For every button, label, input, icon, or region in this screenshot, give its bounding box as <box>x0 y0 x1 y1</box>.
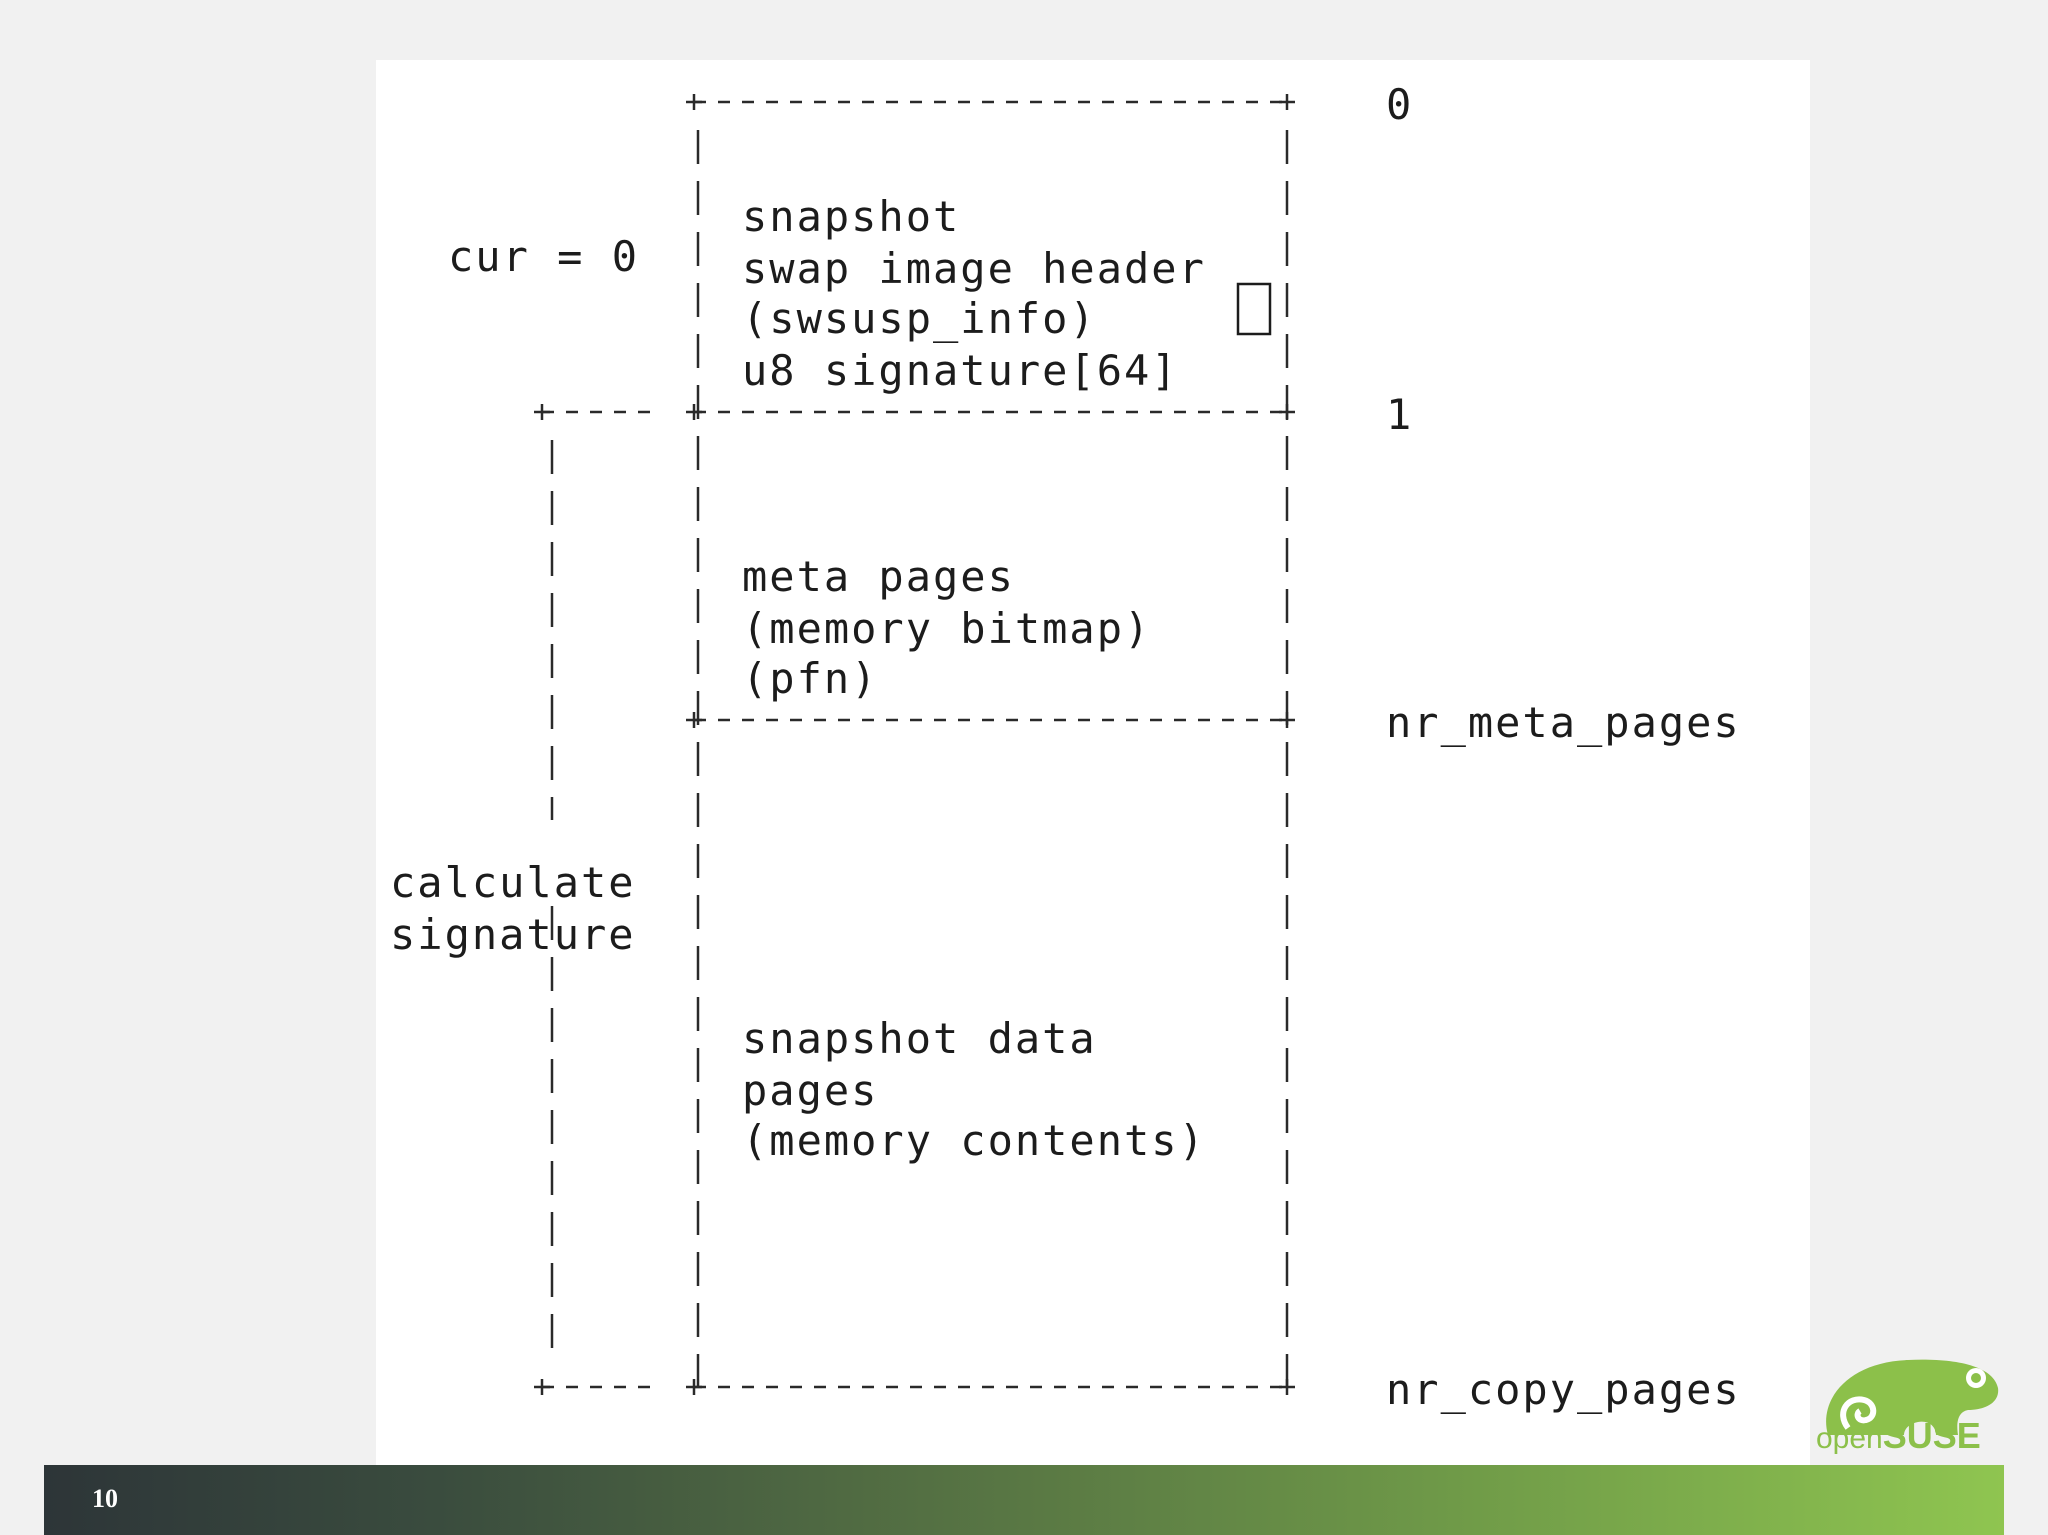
corner-plus <box>534 1379 550 1395</box>
corner-plus <box>1279 404 1295 420</box>
wordmark-open: open <box>1816 1422 1883 1455</box>
wordmark-suse: SUSE <box>1882 1415 1981 1456</box>
meta-line-2: (memory bitmap) <box>742 604 1152 653</box>
opensuse-chameleon-icon <box>1826 1359 1999 1435</box>
corner-plus <box>686 712 702 728</box>
corner-plus <box>1279 94 1295 110</box>
footer-bar <box>44 1465 2004 1535</box>
diagram-panel: cur = 0 calculate signature snapshot swa… <box>376 60 1810 1465</box>
header-line-2: swap image header <box>742 244 1206 293</box>
corner-plus <box>686 404 702 420</box>
opensuse-wordmark: openSUSE <box>1816 1415 1981 1457</box>
corner-plus <box>1279 1379 1295 1395</box>
cur-label: cur = 0 <box>448 232 640 281</box>
offset-nr-copy-pages: nr_copy_pages <box>1386 1365 1741 1414</box>
corner-plus <box>686 94 702 110</box>
corner-plus <box>1279 712 1295 728</box>
header-line-1: snapshot <box>742 192 961 241</box>
diagram-lines <box>534 94 1295 1395</box>
header-line-3: (swsusp_info) <box>742 294 1097 343</box>
meta-line-1: meta pages <box>742 552 1015 601</box>
corner-plus <box>686 1379 702 1395</box>
header-line-4: u8 signature[64] <box>742 346 1179 395</box>
offset-0: 0 <box>1386 80 1414 129</box>
signature-label: signature <box>390 910 636 959</box>
data-line-2: pages <box>742 1066 879 1115</box>
corner-plus <box>534 404 550 420</box>
data-line-1: snapshot data <box>742 1014 1097 1063</box>
offset-1: 1 <box>1386 390 1414 439</box>
offset-nr-meta-pages: nr_meta_pages <box>1386 698 1741 747</box>
data-line-3: (memory contents) <box>742 1116 1206 1165</box>
meta-line-3: (pfn) <box>742 654 879 703</box>
calculate-label: calculate <box>390 858 636 907</box>
page-number: 10 <box>92 1484 118 1513</box>
signature-slot-box <box>1236 282 1272 336</box>
